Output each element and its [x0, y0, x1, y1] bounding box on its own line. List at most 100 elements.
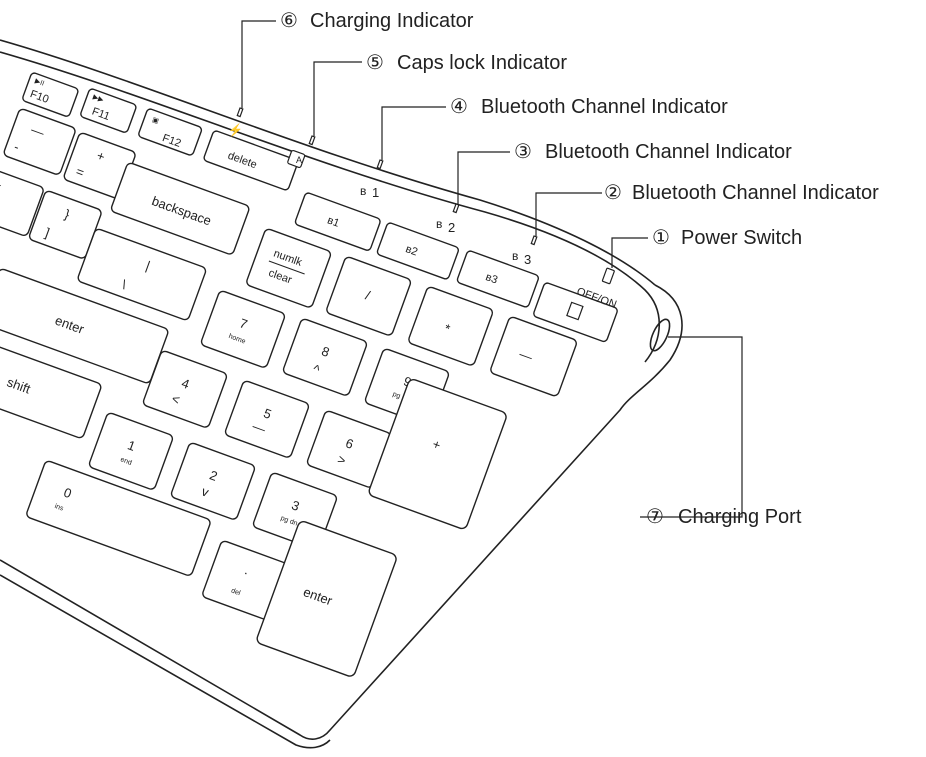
key-6[interactable]: 6 >: [306, 410, 392, 488]
key-backspace[interactable]: backspace: [110, 162, 250, 255]
caps-badge-label: A: [296, 155, 302, 165]
key-1[interactable]: 1 end: [88, 412, 174, 490]
key-num-enter[interactable]: enter: [256, 520, 398, 678]
callout-5-num: ⑤: [366, 52, 384, 74]
bt1-led: [376, 159, 384, 170]
callout-4-label: Bluetooth Channel Indicator: [481, 96, 728, 118]
bt1-indicator-label: 1: [372, 185, 379, 200]
key-bt1-label: ʙ1: [326, 214, 341, 229]
key-7[interactable]: 7 home: [200, 290, 286, 368]
charging-led: [236, 107, 244, 118]
key-2-label: 2: [208, 467, 220, 484]
key-1-sub: end: [119, 456, 132, 467]
callout-2-num: ②: [604, 182, 622, 204]
key-slash[interactable]: /: [325, 256, 412, 336]
key-f12[interactable]: F12 ▣: [138, 108, 203, 156]
key-num-minus[interactable]: —: [489, 316, 577, 397]
charging-bolt-icon: ⚡: [228, 123, 243, 137]
callout-6-num: ⑥: [280, 10, 298, 32]
key-brace-left[interactable]: {: [0, 168, 45, 237]
key-bt3-label: ʙ3: [484, 271, 499, 286]
bluetooth-keys: ʙ1 ʙ2 ʙ3: [294, 192, 618, 343]
key-backslash[interactable]: | \: [77, 228, 207, 321]
leader-bt-channel-3: [535, 192, 602, 236]
leader-caps-lock: [313, 61, 362, 136]
key-shift[interactable]: shift: [0, 340, 102, 439]
body-front-face: [0, 284, 683, 740]
key-calculator[interactable]: [533, 282, 619, 343]
charging-port-slot: [649, 318, 671, 352]
key-5-label: 5: [262, 405, 274, 422]
key-num-minus-label: —: [517, 346, 534, 365]
numpad: numlk clear / * — 7 home 8 ^ 9: [25, 228, 577, 678]
key-2-sub: v: [200, 484, 212, 500]
callout-1-num: ①: [652, 227, 670, 249]
callout-7-label: Charging Port: [678, 506, 802, 528]
key-4[interactable]: 4 <: [142, 350, 228, 428]
key-dot-sub: del: [230, 587, 242, 597]
key-dot[interactable]: . del: [201, 540, 288, 620]
key-bracket-right-bottom: ]: [43, 225, 52, 240]
key-slash-label: /: [363, 288, 372, 303]
callout-1-label: Power Switch: [681, 227, 802, 249]
key-8-label: 8: [320, 343, 332, 360]
key-2[interactable]: 2 v: [170, 442, 256, 520]
key-6-label: 6: [344, 435, 356, 452]
key-8[interactable]: 8 ^: [282, 318, 368, 396]
key-backslash-bottom: \: [120, 277, 129, 292]
key-f10-glyph: ▶II: [34, 78, 45, 88]
key-f11-label: F11: [90, 106, 111, 123]
key-backslash-top: |: [144, 258, 152, 273]
key-num-plus[interactable]: +: [368, 378, 508, 530]
function-row: F10 ▶II F11 ▶▶ F12 ▣ delete: [22, 72, 299, 191]
callout-4-num: ④: [450, 96, 468, 118]
key-9-label: 9: [402, 373, 414, 390]
bt2-indicator-icon: ʙ: [436, 217, 442, 231]
key-bracket-right-top: }: [63, 206, 73, 222]
main-keys: — - + = { } ] backspace | \ enter: [0, 108, 250, 439]
key-7-label: 7: [238, 315, 250, 332]
key-3-label: 3: [290, 497, 302, 514]
bt3-led: [530, 235, 538, 246]
key-minus[interactable]: — -: [3, 108, 76, 176]
key-bt2-label: ʙ2: [404, 243, 419, 258]
keyboard-body: [0, 39, 683, 749]
leader-charging-indicator: [241, 20, 276, 108]
callout-2-label: Bluetooth Channel Indicator: [632, 182, 879, 204]
key-equals[interactable]: + =: [63, 132, 136, 200]
key-numlk[interactable]: numlk clear: [245, 228, 332, 308]
callout-3-label: Bluetooth Channel Indicator: [545, 141, 792, 163]
callout-7-num: ⑦: [646, 506, 664, 528]
bt2-indicator-label: 2: [448, 220, 455, 235]
key-f11[interactable]: F11 ▶▶: [80, 88, 137, 133]
key-star-label: *: [442, 321, 452, 337]
key-dot-label: .: [243, 562, 252, 577]
leader-power-switch: [611, 237, 648, 268]
key-5[interactable]: 5 —: [224, 380, 310, 458]
calculator-icon: [566, 301, 584, 321]
key-bt3[interactable]: ʙ3: [456, 250, 539, 308]
leader-charging-port: [640, 336, 743, 518]
key-minus-bottom: -: [12, 139, 21, 155]
caps-led: [308, 135, 316, 146]
leader-bt-channel-1: [381, 106, 446, 160]
key-bt1[interactable]: ʙ1: [294, 192, 381, 251]
power-switch[interactable]: [601, 267, 615, 285]
body-base-edge: [0, 574, 331, 749]
key-4-label: 4: [180, 375, 192, 392]
key-enter-main[interactable]: enter: [0, 268, 169, 384]
caps-badge: [287, 149, 306, 168]
body-inner-edge: [0, 51, 661, 363]
key-bt2[interactable]: ʙ2: [376, 222, 459, 280]
key-0[interactable]: 0 ins: [25, 460, 211, 577]
bt3-indicator-label: 3: [524, 252, 531, 267]
key-star[interactable]: *: [407, 286, 494, 366]
key-delete[interactable]: delete: [203, 130, 299, 191]
key-1-label: 1: [126, 437, 138, 454]
callout-5-label: Caps lock Indicator: [397, 52, 567, 74]
key-f10[interactable]: F10 ▶II: [22, 72, 79, 117]
leader-bt-channel-2: [457, 151, 510, 204]
callout-3-num: ③: [514, 141, 532, 163]
